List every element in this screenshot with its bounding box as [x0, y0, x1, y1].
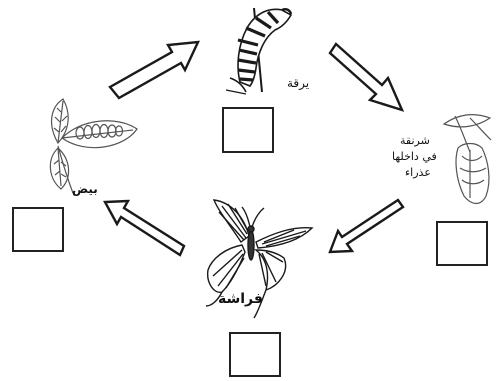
stage-label-butterfly: فراشة [218, 292, 263, 306]
caterpillar-icon [226, 8, 291, 94]
cycle-arrow-icon [105, 201, 184, 255]
cycle-arrow-icon [110, 42, 198, 98]
stage-label-eggs: بيض [72, 183, 98, 195]
stage-label-pupa-line3: عذراء [405, 167, 431, 178]
stage-label-pupa-line2: في داخلها [392, 151, 437, 162]
cycle-arrow-icon [330, 200, 403, 252]
stage-label-larva: يرقة [287, 77, 309, 89]
stage-label-pupa-line1: شرنقة [400, 135, 430, 146]
cycle-arrow-icon [330, 44, 402, 110]
answer-box-butterfly[interactable] [229, 332, 281, 377]
answer-box-eggs[interactable] [12, 207, 64, 252]
eggs-on-leaves-icon [50, 99, 137, 193]
answer-box-pupa[interactable] [436, 221, 488, 266]
chrysalis-icon [444, 115, 491, 204]
answer-box-larva[interactable] [222, 107, 274, 153]
